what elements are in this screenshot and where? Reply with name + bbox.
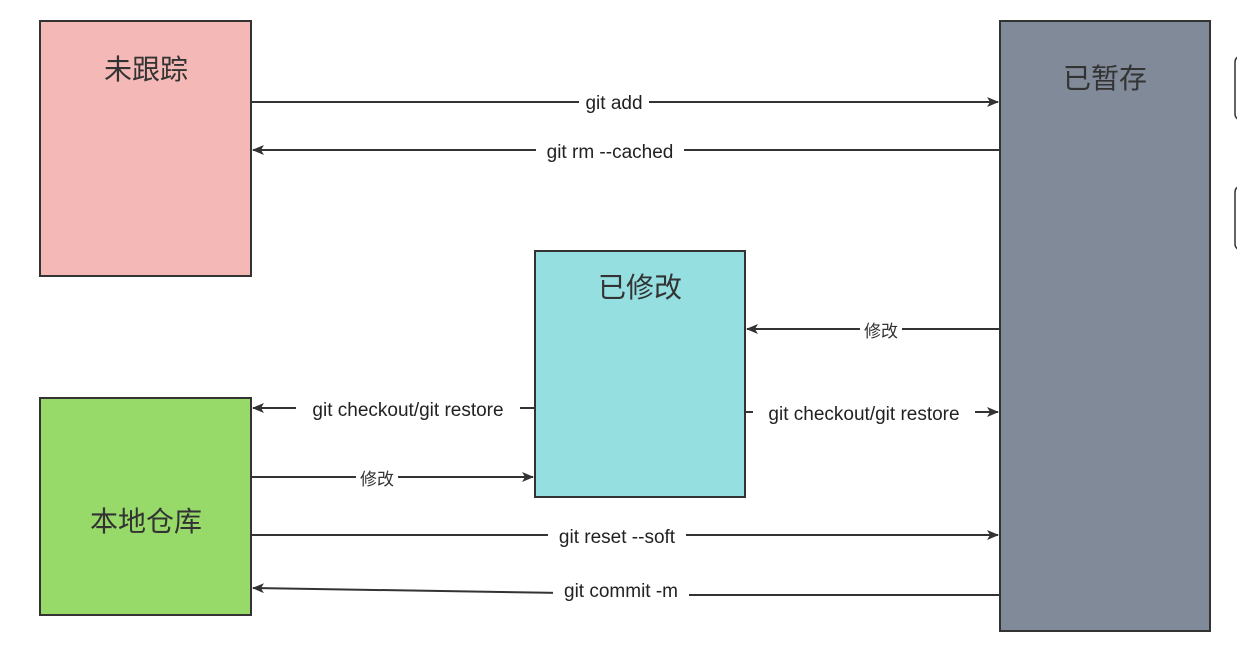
edge-git-commit: git commit -m xyxy=(252,578,1000,602)
node-modified[interactable]: 已修改 xyxy=(534,250,746,498)
edge-staged-to-modified-label-bg xyxy=(860,319,902,341)
edge-modified-to-repo: git checkout/git restore xyxy=(252,397,535,421)
edge-git-commit-label-bg xyxy=(553,578,689,602)
node-untracked-label: 未跟踪 xyxy=(104,53,188,86)
edge-modified-to-staged-label-bg xyxy=(753,401,975,425)
edge-repo-to-modified-label: 修改 xyxy=(360,470,394,490)
node-staged[interactable]: 已暂存 xyxy=(999,20,1211,632)
node-untracked[interactable]: 未跟踪 xyxy=(39,20,252,277)
edge-git-reset-soft-label: git reset --soft xyxy=(559,527,676,548)
edge-repo-to-modified: 修改 xyxy=(251,467,534,490)
edge-modified-to-staged-label: git checkout/git restore xyxy=(768,404,959,425)
edge-git-add-label: git add xyxy=(585,93,642,114)
edge-repo-to-modified-label-bg xyxy=(356,467,398,489)
node-local-repo-box xyxy=(39,397,252,616)
node-staged-label: 已暂存 xyxy=(1063,62,1147,95)
node-modified-box xyxy=(534,250,746,498)
edge-git-add: git add xyxy=(251,90,999,114)
edge-modified-to-repo-label-bg xyxy=(296,397,520,421)
node-untracked-box xyxy=(39,20,252,277)
edge-git-add-label-bg xyxy=(579,90,649,114)
edge-git-reset-soft: git reset --soft xyxy=(251,524,999,548)
edge-staged-to-modified: 修改 xyxy=(746,319,1000,342)
edge-git-rm-cached-label-bg xyxy=(536,139,684,163)
node-local-repo-label: 本地仓库 xyxy=(90,505,202,538)
node-modified-label: 已修改 xyxy=(598,271,682,304)
node-staged-box xyxy=(999,20,1211,632)
edge-modified-to-repo-label: git checkout/git restore xyxy=(312,400,503,421)
edge-git-rm-cached-label: git rm --cached xyxy=(547,142,674,163)
edge-git-commit-label: git commit -m xyxy=(564,581,678,602)
edge-git-commit-line xyxy=(252,583,1000,596)
edge-modified-to-staged: git checkout/git restore xyxy=(745,401,999,425)
edge-staged-to-modified-label: 修改 xyxy=(864,322,898,342)
edge-git-reset-soft-label-bg xyxy=(548,524,686,548)
node-local-repo[interactable]: 本地仓库 xyxy=(39,397,252,616)
edge-git-rm-cached: git rm --cached xyxy=(252,139,1000,163)
